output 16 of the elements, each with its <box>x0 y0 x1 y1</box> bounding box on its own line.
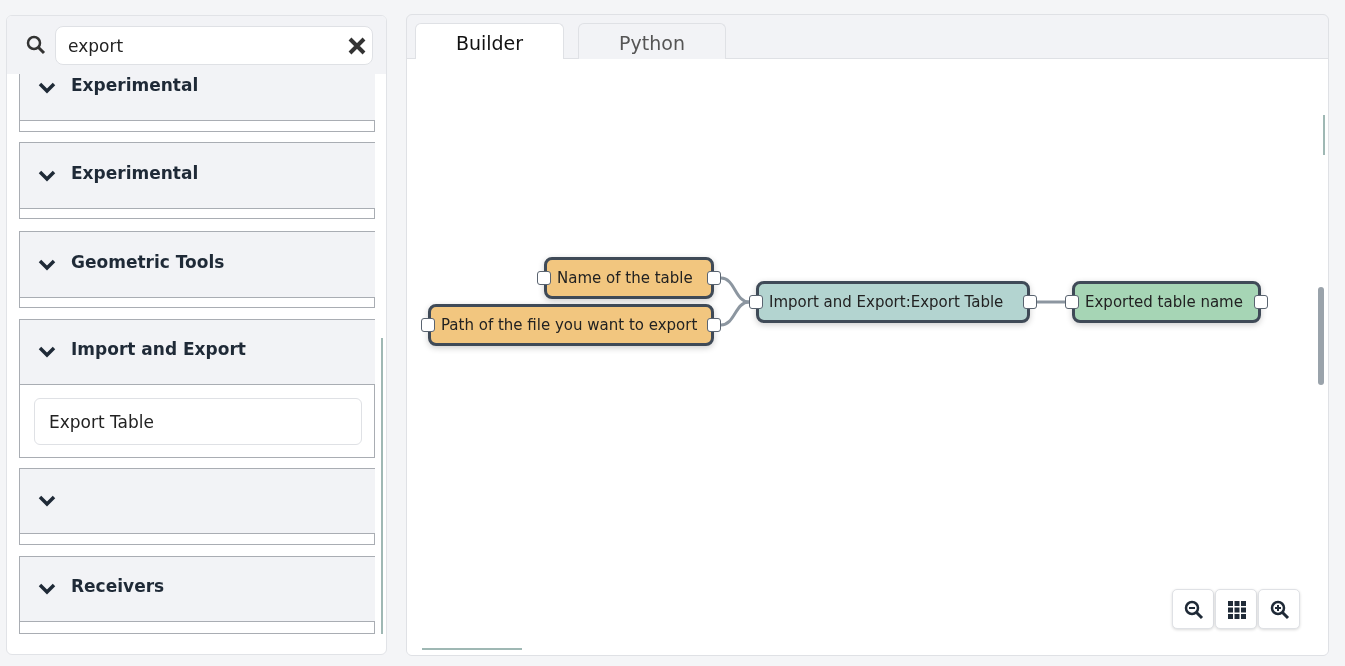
connector-line <box>1037 300 1065 304</box>
connector-line <box>720 300 750 327</box>
tab: Python <box>578 23 726 59</box>
tab: Builder <box>415 23 564 59</box>
list-item: Export Table <box>34 398 362 445</box>
section-heading: Experimental <box>71 163 199 183</box>
search-text: export <box>68 36 124 56</box>
section-heading: Geometric Tools <box>71 252 225 272</box>
node-label: Exported table name <box>1085 293 1243 311</box>
section-heading: Import and Export <box>71 339 246 359</box>
connector-line <box>720 276 750 304</box>
section-heading: Experimental <box>71 75 199 95</box>
node-label: Import and Export:Export Table <box>769 293 1004 311</box>
node-label: Path of the file you want to export <box>441 316 698 334</box>
section-heading: Receivers <box>71 576 165 596</box>
node-label: Name of the table <box>557 269 693 287</box>
